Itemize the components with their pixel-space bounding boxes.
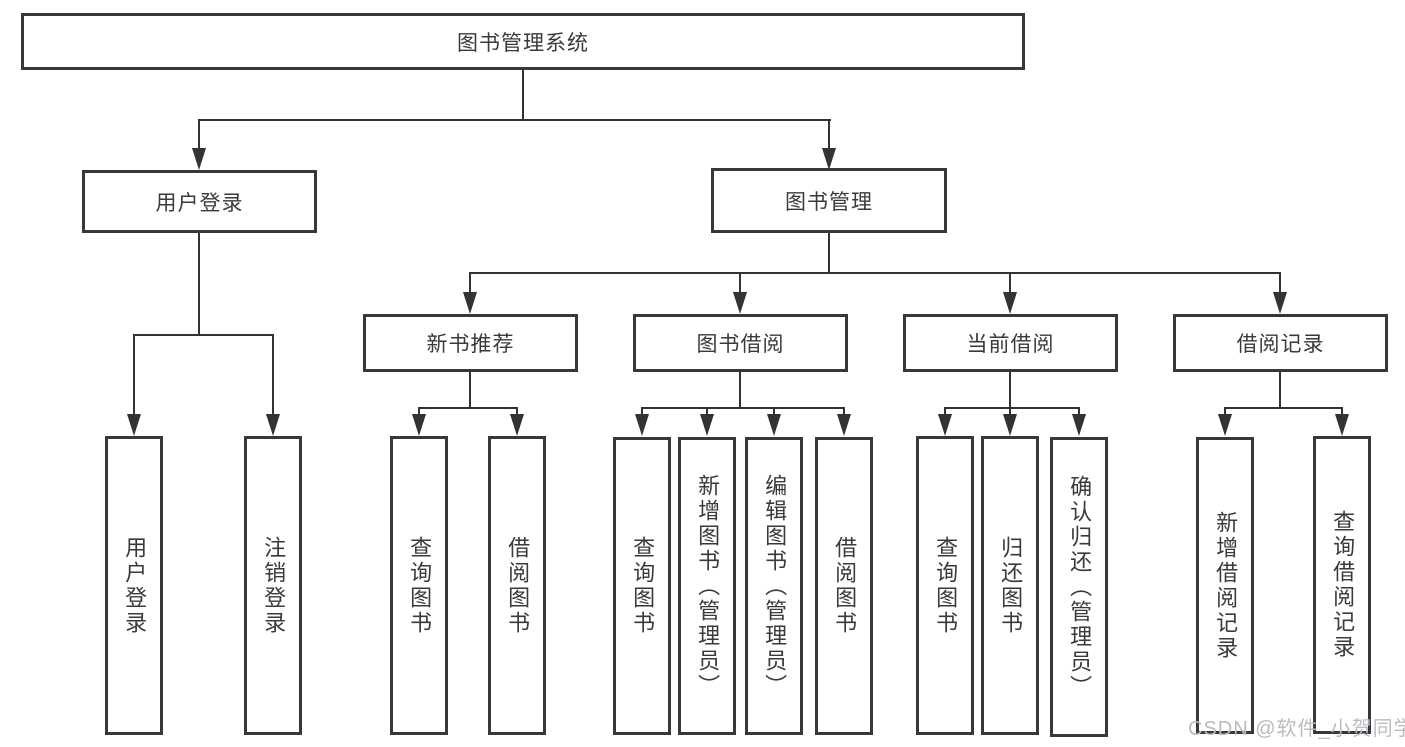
connector-new-book-stem [469, 372, 471, 409]
connector-br-leaf2-drop [1341, 407, 1343, 416]
connector-book-borrow-drop [739, 272, 741, 292]
connector-current-borrow-stem [1009, 372, 1011, 409]
leaf-nb-query-book: 查询图书 [390, 436, 448, 735]
arrowhead-bb-leaf4 [837, 414, 851, 436]
node-current-borrowing: 当前借阅 [903, 314, 1118, 372]
leaf-bb-add-book-admin: 新增图书（管理员） [678, 437, 736, 735]
connector-bb-leaf4-drop [843, 407, 845, 416]
connector-user-login-stem [198, 233, 200, 336]
arrowhead-book-borrow [733, 292, 747, 314]
arrowhead-new-book [463, 292, 477, 314]
arrowhead-nb-leaf1 [412, 414, 426, 436]
arrowhead-nb-leaf2 [510, 414, 524, 436]
leaf-cb-confirm-return-admin: 确认归还（管理员） [1050, 437, 1108, 737]
leaf-logout-label: 注销登录 [261, 535, 287, 636]
connector-book-mgmt-crossbar [469, 272, 1281, 274]
arrowhead-ul-leaf1 [127, 414, 141, 436]
csdn-watermark: CSDN @软件_小贺同学 [1188, 718, 1405, 740]
connector-book-mgmt-drop [828, 119, 830, 149]
leaf-bb-borrow-book-label: 借阅图书 [832, 536, 858, 636]
leaf-cb-query-book-label: 查询图书 [933, 535, 959, 636]
connector-br-leaf1-drop [1224, 407, 1226, 416]
connector-bb-leaf3-drop [773, 407, 775, 416]
connector-bb-leaf1-drop [641, 407, 643, 416]
leaf-br-add-record-label: 新增借阅记录 [1213, 510, 1239, 661]
arrowhead-bb-leaf2 [700, 414, 714, 436]
leaf-user-login-label: 用户登录 [122, 535, 148, 636]
leaf-br-query-record-label: 查询借阅记录 [1330, 510, 1356, 660]
arrowhead-book-mgmt [822, 148, 836, 170]
connector-borrow-record-drop [1279, 272, 1281, 292]
arrowhead-bb-leaf1 [635, 414, 649, 436]
connector-cb-leaf3-drop [1078, 407, 1080, 416]
leaf-cb-query-book: 查询图书 [916, 436, 974, 735]
arrowhead-br-leaf2 [1335, 414, 1349, 436]
arrowhead-cb-leaf2 [1003, 414, 1017, 436]
node-new-book-recommend: 新书推荐 [363, 314, 578, 372]
connector-root-stem [522, 70, 524, 121]
leaf-br-query-record: 查询借阅记录 [1313, 436, 1371, 734]
leaf-cb-return-book: 归还图书 [981, 436, 1039, 735]
connector-user-login-crossbar [133, 334, 274, 336]
leaf-bb-borrow-book: 借阅图书 [815, 437, 873, 735]
leaf-bb-add-book-admin-label: 新增图书（管理员） [695, 473, 721, 699]
arrowhead-current-borrow [1003, 292, 1017, 314]
leaf-bb-edit-book-admin-label: 编辑图书（管理员） [762, 473, 788, 699]
leaf-nb-borrow-book: 借阅图书 [488, 436, 546, 735]
connector-bb-leaf2-drop [706, 407, 708, 416]
connector-cb-leaf2-drop [1009, 407, 1011, 416]
node-library-management-system: 图书管理系统 [21, 13, 1025, 70]
connector-borrow-record-stem [1279, 372, 1281, 409]
arrowhead-user-login [192, 148, 206, 170]
leaf-bb-query-book-label: 查询图书 [630, 536, 656, 636]
connector-ul-leaf2-drop [272, 334, 274, 414]
connector-root-crossbar [198, 119, 831, 121]
leaf-nb-borrow-book-label: 借阅图书 [505, 535, 531, 636]
arrowhead-ul-leaf2 [266, 414, 280, 436]
connector-book-borrow-stem [739, 372, 741, 409]
leaf-bb-edit-book-admin: 编辑图书（管理员） [745, 437, 803, 735]
leaf-logout: 注销登录 [244, 436, 302, 735]
connector-user-login-drop [198, 119, 200, 149]
leaf-br-add-record: 新增借阅记录 [1196, 437, 1254, 734]
connector-nb-leaf1-drop [418, 407, 420, 416]
connector-book-borrow-crossbar [641, 407, 845, 409]
leaf-cb-return-book-label: 归还图书 [998, 535, 1024, 636]
arrowhead-br-leaf1 [1218, 414, 1232, 436]
arrowhead-cb-leaf3 [1072, 414, 1086, 436]
connector-current-borrow-drop [1009, 272, 1011, 292]
node-book-management: 图书管理 [711, 168, 947, 233]
connector-nb-leaf2-drop [516, 407, 518, 416]
leaf-bb-query-book: 查询图书 [613, 437, 671, 735]
connector-book-mgmt-stem [828, 233, 830, 274]
connector-cb-leaf1-drop [944, 407, 946, 416]
node-user-login: 用户登录 [82, 170, 317, 233]
leaf-nb-query-book-label: 查询图书 [407, 535, 433, 636]
node-book-borrowing: 图书借阅 [633, 314, 848, 372]
leaf-user-login: 用户登录 [105, 436, 163, 735]
connector-borrow-record-crossbar [1224, 407, 1343, 409]
arrowhead-cb-leaf1 [938, 414, 952, 436]
connector-new-book-drop [469, 272, 471, 292]
arrowhead-borrow-record [1273, 292, 1287, 314]
leaf-cb-confirm-return-admin-label: 确认归还（管理员） [1067, 474, 1093, 700]
connector-new-book-crossbar [418, 407, 518, 409]
arrowhead-bb-leaf3 [767, 414, 781, 436]
connector-current-borrow-crossbar [944, 407, 1080, 409]
connector-ul-leaf1-drop [133, 334, 135, 414]
node-borrow-records: 借阅记录 [1173, 314, 1388, 372]
